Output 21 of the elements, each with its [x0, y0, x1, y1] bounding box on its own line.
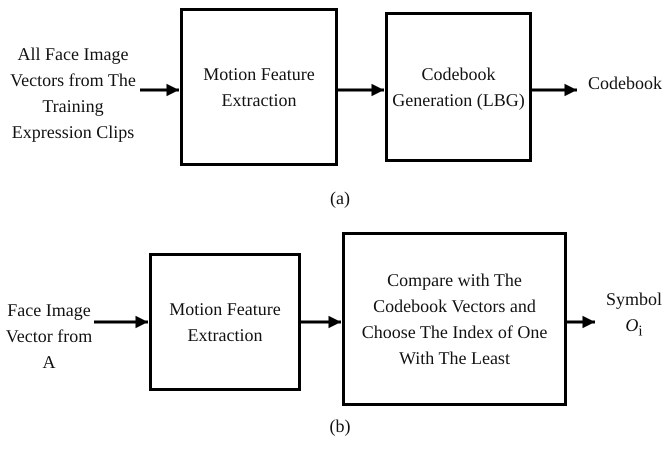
- flow-text: Face Image Vector from A: [4, 298, 94, 374]
- panel-label: (b): [328, 416, 352, 437]
- arrow: [338, 84, 384, 96]
- flow-text: Codebook: [588, 72, 662, 95]
- arrow: [532, 84, 577, 96]
- box-label: Codebook Generation (LBG): [392, 62, 525, 112]
- arrow: [301, 316, 341, 328]
- process-box: [342, 232, 567, 406]
- process-box: [149, 253, 301, 391]
- flow-text: All Face Image Vectors from The Training Expression Clips: [9, 42, 137, 144]
- process-box: [385, 12, 532, 162]
- arrow: [140, 84, 179, 96]
- flow-text: Symbol: [606, 288, 662, 312]
- box-label: Motion Feature Extraction: [202, 62, 316, 112]
- flow-text: O$_{i}$: [625, 314, 643, 342]
- arrow: [567, 316, 595, 328]
- arrow: [94, 316, 148, 328]
- process-box: [180, 8, 338, 166]
- panel-label: (a): [329, 188, 351, 209]
- box-label: Motion Feature Extraction: [168, 298, 282, 347]
- box-label: Compare with The Codebook Vectors and Choose The Index of One With The Least: [360, 268, 548, 370]
